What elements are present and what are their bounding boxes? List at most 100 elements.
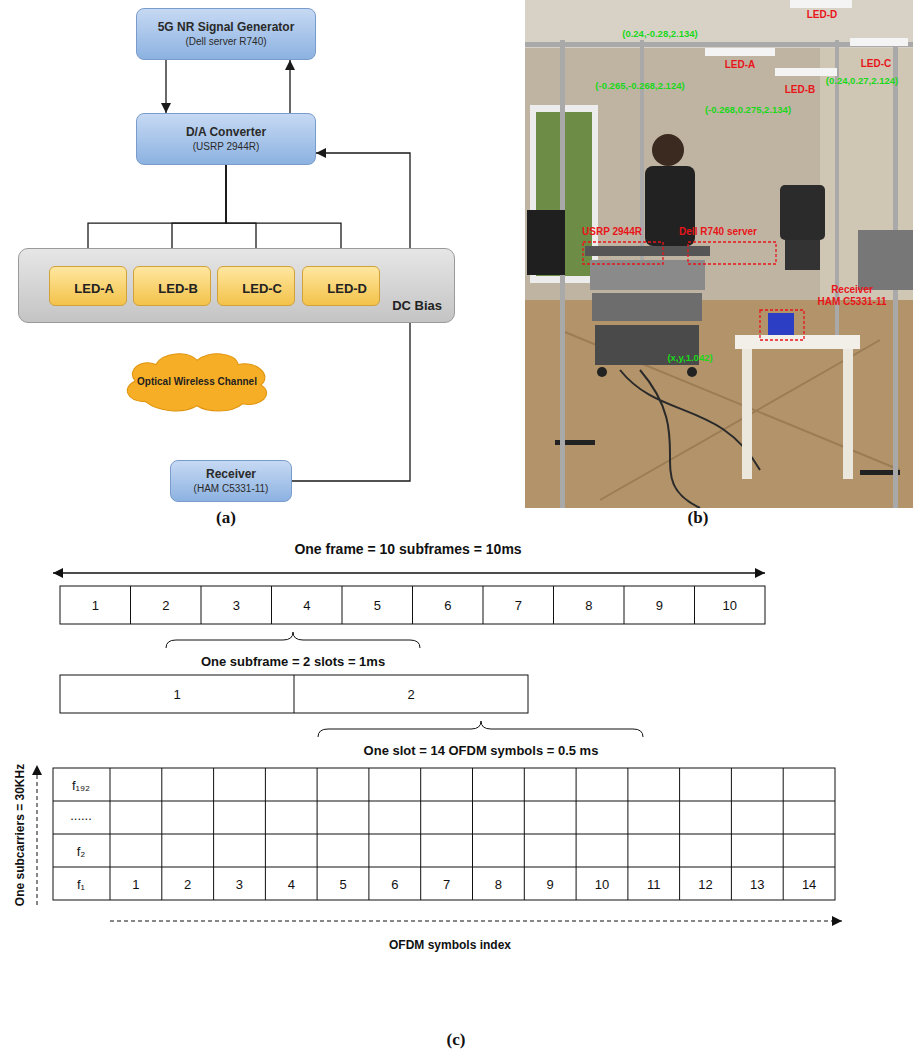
photo-led-panel bbox=[705, 48, 775, 56]
table-cell: 8 bbox=[585, 598, 592, 613]
photo-monitor bbox=[527, 210, 565, 275]
node-title: 5G NR Signal Generator bbox=[158, 20, 295, 35]
photo-table-leg bbox=[742, 349, 752, 479]
table-cell: 3 bbox=[236, 876, 243, 891]
photo-annotation: LED-D bbox=[807, 9, 838, 20]
node-subtitle: (USRP 2944R) bbox=[193, 140, 260, 153]
brace-label: One subframe = 2 slots = 1ms bbox=[201, 654, 385, 669]
table-cell: 12 bbox=[698, 876, 712, 891]
photo-person-head bbox=[652, 134, 684, 166]
table-cell: 8 bbox=[495, 876, 502, 891]
frame-row bbox=[60, 586, 765, 624]
table-cell: 9 bbox=[656, 598, 663, 613]
node-subtitle: (HAM C5331-11) bbox=[194, 482, 269, 495]
photo-wheel bbox=[597, 367, 607, 377]
photo-led-panel bbox=[790, 0, 852, 8]
photo-chair bbox=[780, 185, 825, 240]
photo-annotation: Receiver bbox=[831, 284, 873, 295]
subcarrier-label: ...... bbox=[70, 808, 92, 823]
slot-row bbox=[60, 675, 528, 713]
photo-wall bbox=[525, 0, 913, 508]
table-cell: 1 bbox=[173, 687, 180, 702]
subframe-brace bbox=[166, 632, 420, 648]
table-cell: 10 bbox=[723, 598, 737, 613]
photo-highlight bbox=[760, 310, 804, 340]
slot-divider bbox=[294, 675, 295, 713]
coordinate-annotation: (x,y,1.042) bbox=[667, 352, 712, 363]
panel-letter: (a) bbox=[216, 508, 236, 528]
led-box: LED-C bbox=[217, 266, 295, 306]
table-cell: 7 bbox=[515, 598, 522, 613]
grid-columns bbox=[110, 768, 783, 900]
node-title: LED-B bbox=[158, 281, 198, 296]
subcarrier-label: f₁₉₂ bbox=[72, 777, 90, 792]
table-cell: 5 bbox=[339, 876, 346, 891]
panel-letter: (c) bbox=[447, 1030, 466, 1050]
table-cell: 1 bbox=[92, 598, 99, 613]
subcarrier-axis bbox=[37, 765, 38, 905]
channel-cloud: Optical Wireless Channel bbox=[117, 348, 277, 414]
table-cell: 14 bbox=[802, 876, 816, 891]
signal-connector bbox=[165, 60, 166, 113]
table-cell: 1 bbox=[132, 876, 139, 891]
subcarrier-label: f₂ bbox=[77, 843, 86, 858]
photo-table-top bbox=[735, 335, 860, 349]
photo-annotation: LED-C bbox=[861, 58, 892, 69]
coordinate-annotation: (-0.265,-0.268,2.124) bbox=[595, 80, 684, 91]
node-title: Optical Wireless Channel bbox=[137, 376, 257, 387]
table-cell: 10 bbox=[595, 876, 609, 891]
table-cell: 13 bbox=[750, 876, 764, 891]
frame-structure bbox=[37, 573, 842, 921]
node-subtitle: (Dell server R740) bbox=[185, 35, 266, 48]
node-title: LED-C bbox=[242, 281, 282, 296]
photo-cables bbox=[620, 370, 760, 508]
photo-ceiling bbox=[525, 0, 913, 48]
photo-highlight bbox=[688, 242, 776, 264]
table-cell: 11 bbox=[647, 876, 661, 891]
node-title: LED-A bbox=[74, 281, 114, 296]
table-cell: 4 bbox=[288, 876, 295, 891]
table-cell: 2 bbox=[162, 598, 169, 613]
generator-box: 5G NR Signal Generator(Dell server R740) bbox=[136, 8, 316, 60]
table-cell: 4 bbox=[303, 598, 310, 613]
timing-heading: One frame = 10 subframes = 10ms bbox=[294, 541, 521, 557]
slot-brace bbox=[318, 721, 643, 737]
photo-floor bbox=[525, 300, 913, 508]
cloud-outline bbox=[127, 354, 266, 411]
photo-cart-top bbox=[585, 246, 710, 256]
signal-connector bbox=[289, 60, 290, 113]
lab-photo bbox=[525, 0, 913, 508]
photo-side-wall bbox=[820, 48, 913, 330]
coordinate-annotation: (0.24,0.27,2.124) bbox=[826, 75, 898, 86]
table-cell: 9 bbox=[547, 876, 554, 891]
node-title: D/A Converter bbox=[186, 125, 266, 140]
photo-cart bbox=[858, 230, 913, 290]
photo-equipment bbox=[592, 293, 702, 321]
led-box: LED-A bbox=[49, 266, 127, 306]
table-cell: 6 bbox=[391, 876, 398, 891]
resource-grid bbox=[53, 768, 835, 900]
photo-wheel bbox=[687, 367, 697, 377]
table-cell: 5 bbox=[374, 598, 381, 613]
table-cell: 2 bbox=[184, 876, 191, 891]
node-title: Receiver bbox=[206, 467, 256, 482]
table-cell: 2 bbox=[407, 687, 414, 702]
photo-annotation: LED-A bbox=[725, 59, 756, 70]
axis-label: OFDM symbols index bbox=[389, 938, 511, 952]
coordinate-annotation: (-0.268,0.275,2.134) bbox=[705, 104, 791, 115]
subframe-dividers bbox=[131, 586, 695, 624]
table-cell: 3 bbox=[233, 598, 240, 613]
converter-box: D/A Converter(USRP 2944R) bbox=[136, 113, 316, 165]
axis-label: One subcarriers = 30KHz bbox=[13, 764, 27, 906]
table-cell: 7 bbox=[443, 876, 450, 891]
photo-table-leg bbox=[843, 349, 853, 479]
brace-label: One slot = 14 OFDM symbols = 0.5 ms bbox=[364, 743, 599, 758]
node-title: DC Bias bbox=[392, 298, 442, 313]
subcarrier-label: f₁ bbox=[77, 876, 85, 891]
photo-highlight bbox=[583, 242, 663, 264]
photo-annotation: USRP 2944R bbox=[582, 226, 642, 237]
photo-led-panel bbox=[850, 38, 908, 46]
photo-annotation: HAM C5331-11 bbox=[818, 296, 887, 307]
photo-chair bbox=[785, 240, 820, 270]
